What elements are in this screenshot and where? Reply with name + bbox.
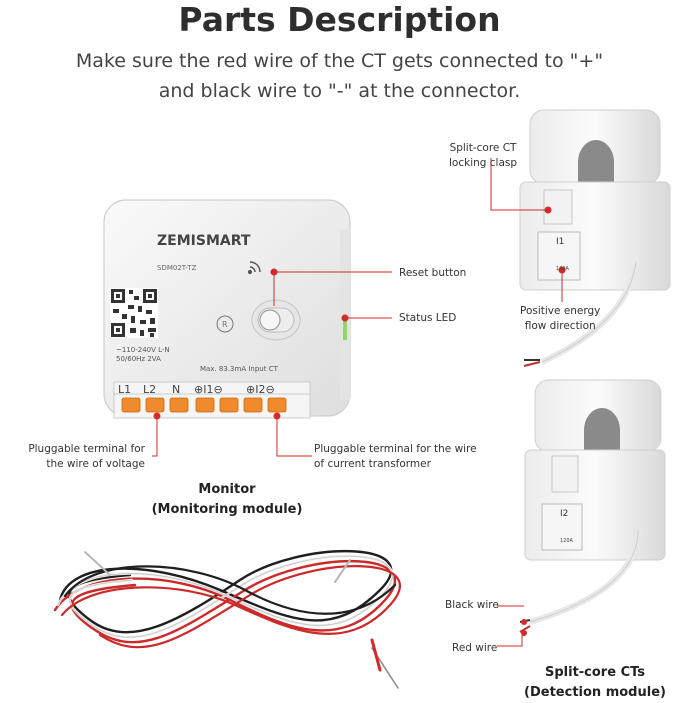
qr-code-icon [110,288,158,338]
terminal-label-i1: ⊕I1⊖ [194,383,223,396]
monitoring-module [103,199,351,419]
wifi-icon [247,261,261,275]
leader-ct-terminal [276,416,312,457]
label-terminal-ct-line-2: of current transformer [314,458,431,470]
ct1-id: I1 [556,237,564,247]
wire-bundle [53,549,401,689]
label-terminal-voltage-line-1: Pluggable terminal for [28,443,145,455]
ct1-opening [578,140,614,186]
ct1-rating: 120A [556,266,570,272]
reset-symbol: R [222,320,228,329]
caption-monitor: Monitor (Monitoring module) [137,480,317,520]
reset-symbol-ring [216,315,234,333]
caption-monitor-line-1: Monitor [198,482,256,497]
label-positive-flow: Positive energy flow direction [520,304,600,334]
leader-red [497,634,523,647]
subtitle-line-1: Make sure the red wire of the CT gets co… [75,50,604,72]
terminal-label-n: N [172,383,180,396]
caption-ct-line-2: (Detection module) [524,685,666,700]
subtitle-line-2: and black wire to "-" at the connector. [158,80,521,102]
terminal-label-i2: ⊕I2⊖ [246,383,275,396]
terminal-label-l2: L2 [143,383,156,396]
caption-ct-line-1: Split-core CTs [544,665,645,680]
label-reset-button: Reset button [399,267,467,279]
label-black-wire: Black wire [445,599,499,611]
label-status-led: Status LED [399,312,457,324]
leader-voltage [152,416,158,457]
input-rating: Max. 83.3mA Input CT [200,365,279,373]
status-led [343,318,347,340]
ct2-id: I2 [560,509,568,519]
ct1-label-plate [537,231,581,281]
leader-clasp [490,158,548,211]
ct2-rating: 120A [560,538,574,544]
label-positive-line-1: Positive energy [520,305,601,317]
label-terminal-ct: Pluggable terminal for the wire of curre… [314,442,477,472]
reset-button [251,299,301,341]
callout-dots [153,206,566,420]
callout-lines [152,158,563,647]
label-terminal-voltage: Pluggable terminal for the wire of volta… [0,442,145,472]
label-positive-line-2: flow direction [524,320,596,332]
voltage-rating: ~110-240V L-N [116,346,170,354]
ct2-label-plate [541,503,583,551]
caption-monitor-line-2: (Monitoring module) [151,502,303,517]
model-text: SDM02T-TZ [157,264,197,272]
label-clasp-line-1: Split-core CT [449,142,517,154]
label-red-wire: Red wire [452,642,498,654]
ct2-opening [584,408,620,452]
label-terminal-ct-line-1: Pluggable terminal for the wire [314,443,477,455]
page-title: Parts Description [178,0,501,39]
terminal-label-l1: L1 [118,383,131,396]
frequency-rating: 50/60Hz 2VA [116,355,161,363]
label-terminal-voltage-line-2: the wire of voltage [46,458,145,470]
label-clasp: Split-core CT locking clasp [449,141,517,171]
ct-clamp-2 [519,379,666,636]
ct2-clasp [551,455,579,493]
caption-ct: Split-core CTs (Detection module) [515,663,675,703]
label-clasp-line-2: locking clasp [449,157,518,169]
brand-logo-text: ZEMISMART [157,233,251,249]
terminal-plugs [121,397,287,413]
